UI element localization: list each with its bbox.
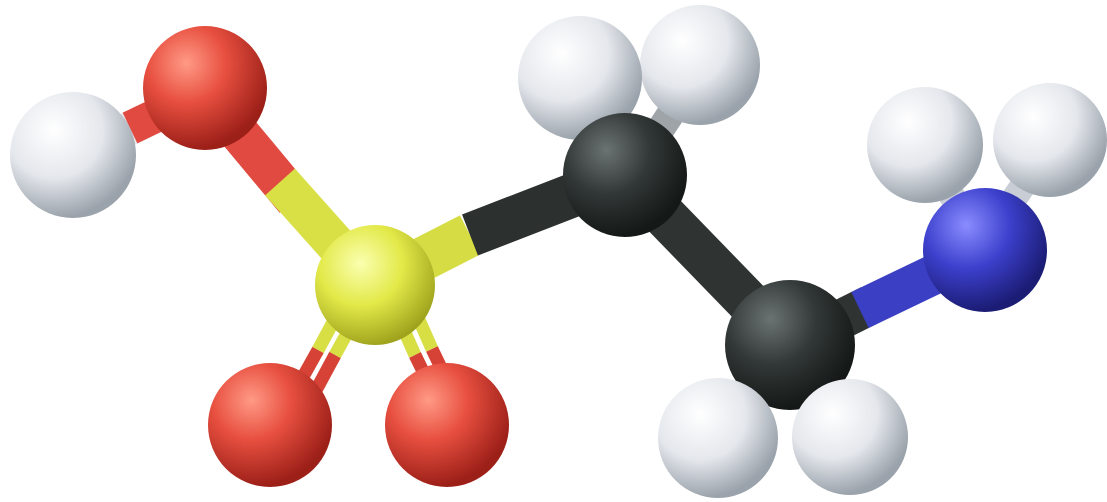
carbon-atom-1 (563, 113, 687, 237)
oxygen-atom-sulfonyl-left (208, 363, 332, 487)
hydrogen-atom-c1-back (640, 5, 760, 125)
sulfur-atom (315, 225, 435, 345)
hydrogen-atom-c1-front (518, 16, 642, 140)
hydrogen-atom-c2-right (792, 379, 908, 495)
hydrogen-atom-n-left (867, 87, 983, 203)
oxygen-atom-sulfonyl-right (385, 363, 509, 487)
atoms (10, 5, 1107, 498)
carbon-atom-2 (725, 280, 855, 410)
nitrogen-atom (923, 188, 1047, 312)
oxygen-atom-hydroxyl (143, 26, 267, 150)
hydrogen-atom-n-right (993, 83, 1107, 197)
hydrogen-atom-hydroxyl (10, 92, 136, 218)
hydrogen-atom-c2-left (658, 378, 778, 498)
